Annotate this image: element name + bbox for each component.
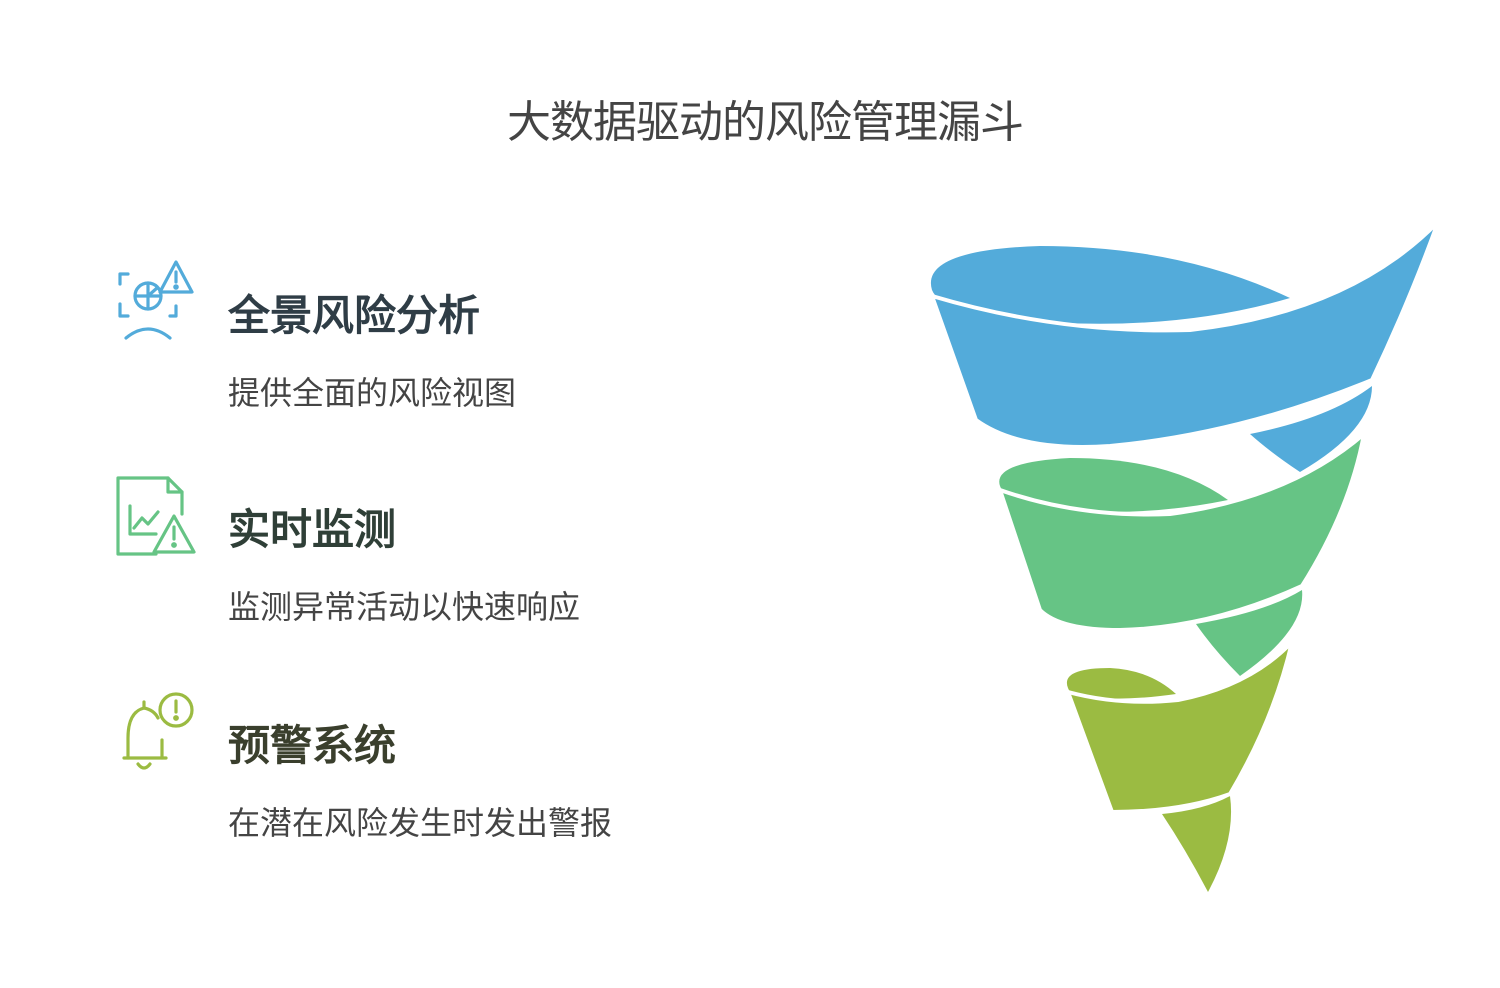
funnel-band-blue-front [930,220,1440,449]
stage-description: 监测异常活动以快速响应 [228,588,581,626]
stage-heading: 实时监测 [228,505,397,554]
funnel-band-olive-tail [1162,796,1232,892]
funnel-band-blue-top [930,246,1290,324]
stage-heading: 预警系统 [228,721,397,770]
funnel-graphic [910,210,1470,910]
stage-description: 提供全面的风险视图 [228,374,517,412]
chart-warning-icon [110,472,200,562]
funnel-band-olive-top [1066,668,1176,699]
funnel-band-green-front [998,432,1366,632]
funnel-band-blue-tail [1250,386,1372,472]
funnel-band-green-tail [1196,590,1303,676]
stage-heading: 全景风险分析 [228,291,481,340]
bell-alert-icon [110,688,200,778]
funnel-band-green-top [999,458,1228,512]
funnel-band-olive-front [1066,640,1294,814]
page-title: 大数据驱动的风险管理漏斗 [507,97,1024,148]
stage-description: 在潜在风险发生时发出警报 [228,804,613,842]
risk-analysis-icon [110,258,200,348]
